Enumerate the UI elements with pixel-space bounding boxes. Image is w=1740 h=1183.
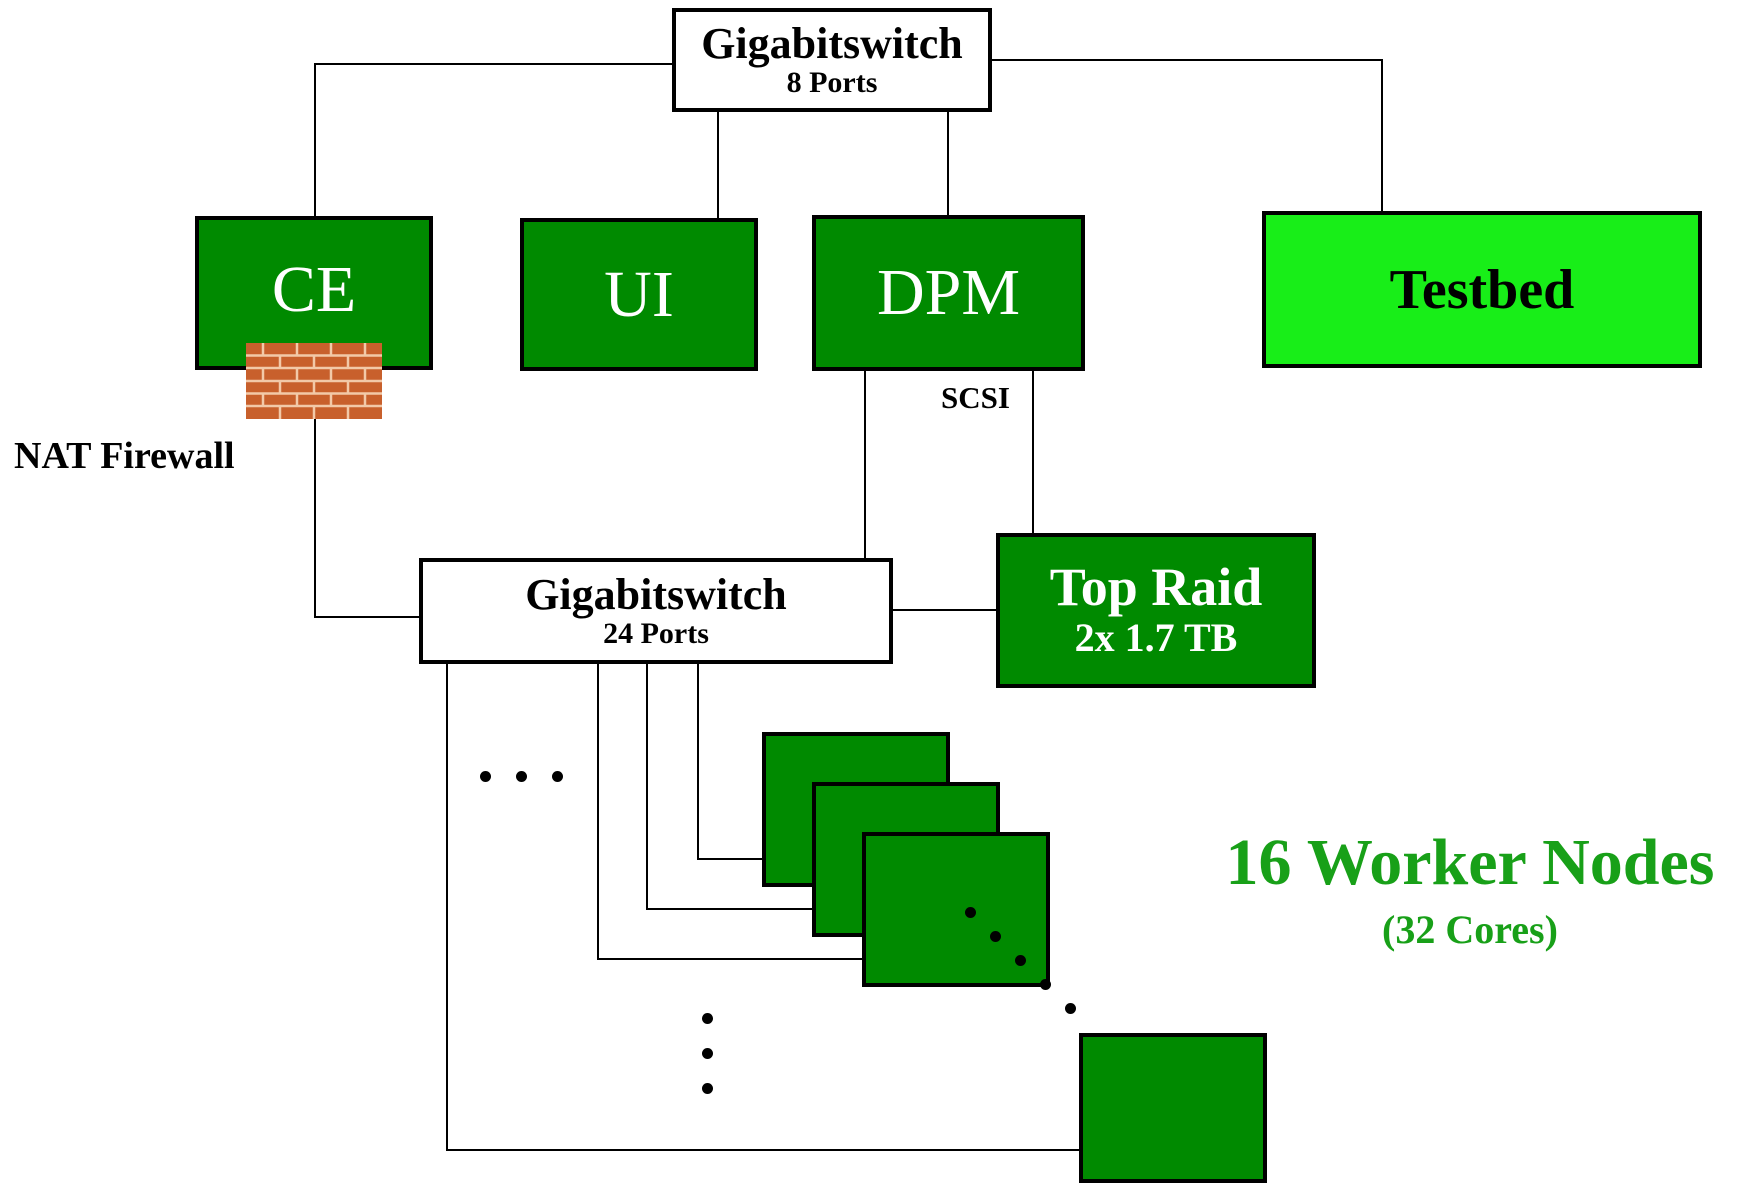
ui-node: UI [520, 218, 758, 371]
ellipsis-dot [1015, 955, 1026, 966]
top-switch-title: Gigabitswitch [701, 18, 963, 68]
bottom-switch-title: Gigabitswitch [525, 569, 787, 619]
link-worker-1 [697, 663, 765, 860]
worker-nodes-title: 16 Worker Nodes [1225, 826, 1715, 899]
nat-firewall-label: NAT Firewall [14, 435, 235, 477]
link-worker-2 [646, 663, 815, 910]
ce-label: CE [271, 253, 357, 326]
ellipsis-dot [702, 1013, 713, 1024]
ellipsis-dot [552, 771, 563, 782]
top-gigabit-switch: Gigabitswitch 8 Ports [672, 8, 992, 112]
ellipsis-dot [965, 907, 976, 918]
link-topswitch-ce [314, 63, 672, 217]
ellipsis-dot [1065, 1003, 1076, 1014]
scsi-label: SCSI [941, 380, 1010, 415]
ellipsis-dot [990, 931, 1001, 942]
bottom-switch-ports: 24 Ports [603, 616, 709, 650]
ellipsis-dot [1040, 979, 1051, 990]
raid-capacity: 2x 1.7 TB [1074, 614, 1238, 660]
dpm-node: DPM [812, 215, 1085, 371]
ellipsis-dot [702, 1048, 713, 1059]
testbed-label: Testbed [1389, 258, 1575, 321]
link-worker-last [446, 663, 1082, 1151]
ellipsis-dot [516, 771, 527, 782]
worker-node-last [1079, 1033, 1267, 1183]
brick-wall-icon [246, 343, 382, 419]
link-topswitch-testbed [990, 59, 1383, 212]
worker-nodes-cores: (32 Cores) [1382, 907, 1558, 952]
top-switch-ports: 8 Ports [786, 65, 878, 99]
link-worker-3 [597, 663, 865, 960]
raid-title: Top Raid [1049, 556, 1263, 617]
ellipsis-dot [480, 771, 491, 782]
link-ce-bottomswitch [314, 419, 421, 618]
testbed-node: Testbed [1262, 211, 1702, 368]
dpm-label: DPM [876, 256, 1021, 329]
ui-label: UI [604, 257, 674, 331]
ellipsis-dot [702, 1083, 713, 1094]
bottom-gigabit-switch: Gigabitswitch 24 Ports [419, 558, 893, 664]
top-raid-storage: Top Raid 2x 1.7 TB [996, 533, 1316, 688]
